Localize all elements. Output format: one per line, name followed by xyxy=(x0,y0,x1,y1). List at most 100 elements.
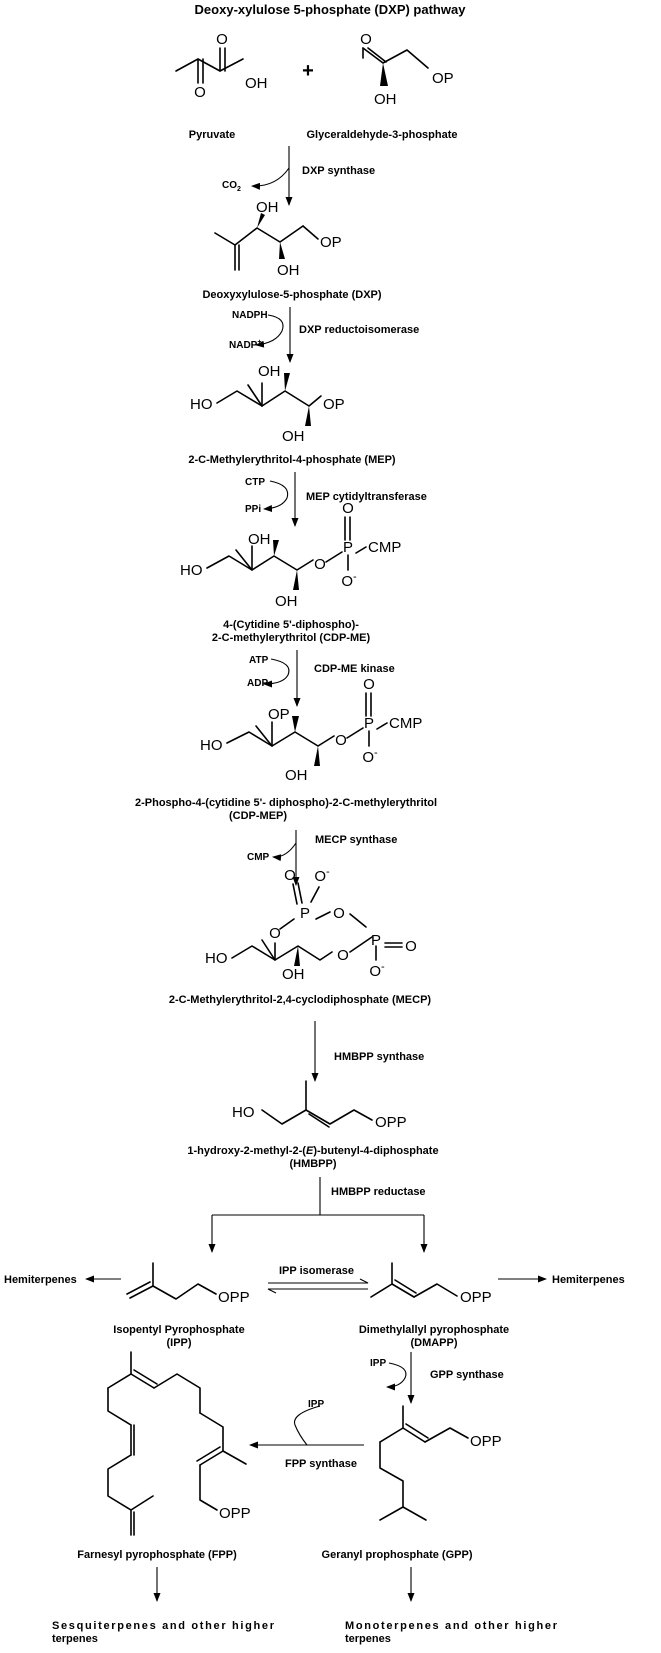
atom-opp: OPP xyxy=(218,1289,250,1306)
atom-oh: OH xyxy=(285,767,308,784)
fpp-structure: OPP xyxy=(107,1351,251,1536)
atom-opp: OPP xyxy=(470,1433,502,1450)
diagram-title: Deoxy-xylulose 5-phosphate (DXP) pathway xyxy=(195,2,467,17)
compound-label-gpp: Geranyl prophosphate (GPP) xyxy=(322,1549,473,1561)
compound-label-fpp: Farnesyl pyrophosphate (FPP) xyxy=(77,1549,237,1561)
cofactor-nadp: NADP+ xyxy=(229,339,261,351)
enzyme-label-hmbpp-synthase: HMBPP synthase xyxy=(334,1051,424,1063)
atom-oh: OH xyxy=(275,593,298,610)
atom-oh: OH xyxy=(256,199,279,216)
compound-label-pyruvate: Pyruvate xyxy=(189,129,235,141)
enzyme-label-fpp-synthase: FPP synthase xyxy=(285,1458,357,1470)
mep-structure: HO OH OH OP xyxy=(190,363,345,445)
atom-o: O- xyxy=(314,866,330,885)
product-label-monoterpenes-line2: terpenes xyxy=(345,1633,391,1645)
atom-o: O xyxy=(360,31,372,48)
atom-oh: OH xyxy=(245,75,268,92)
plus-sign: + xyxy=(302,60,314,82)
cofactor-nadph: NADPH xyxy=(232,310,268,321)
atom-oh: OH xyxy=(282,428,305,445)
atom-o: O xyxy=(333,905,345,922)
atom-op: OP xyxy=(268,706,290,723)
atom-o: O xyxy=(216,31,228,48)
gpp-structure: OPP xyxy=(379,1405,502,1521)
cofactor-atp: ATP xyxy=(249,655,269,666)
compound-label-hmbpp-line1: 1-hydroxy-2-methyl-2-(E)-butenyl-4-dipho… xyxy=(187,1145,438,1157)
atom-o: O- xyxy=(369,961,385,980)
cofactor-ctp: CTP xyxy=(245,477,265,488)
atom-oh: OH xyxy=(374,91,397,108)
atom-p: P xyxy=(343,539,353,556)
enzyme-label-gpp-synthase: GPP synthase xyxy=(430,1369,504,1381)
atom-opp: OPP xyxy=(375,1114,407,1131)
atom-ho: HO xyxy=(205,950,228,967)
atom-oh: OH xyxy=(282,966,305,983)
compound-label-cdp-me-line2: 2-C-methylerythritol (CDP-ME) xyxy=(212,632,371,644)
product-label-sesquiterpenes-line2: terpenes xyxy=(52,1633,98,1645)
atom-op: OP xyxy=(320,234,342,251)
atom-o: O xyxy=(405,938,417,955)
g3p-structure: O OH OP xyxy=(360,31,454,108)
compound-label-cdp-me-line1: 4-(Cytidine 5'-diphospho)- xyxy=(223,619,359,631)
atom-opp: OPP xyxy=(219,1505,251,1522)
enzyme-label-dxp-reductoisomerase: DXP reductoisomerase xyxy=(299,324,419,336)
atom-ho: HO xyxy=(180,562,203,579)
product-label-sesquiterpenes-line1: Sesquiterpenes and other higher xyxy=(52,1620,275,1632)
atom-o: O xyxy=(314,556,326,573)
atom-cmp: CMP xyxy=(368,539,401,556)
compound-label-ipp-line1: Isopentyl Pyrophosphate xyxy=(113,1324,244,1336)
compound-label-hmbpp-line2: (HMBPP) xyxy=(289,1158,336,1170)
compound-label-dxp: Deoxyxylulose-5-phosphate (DXP) xyxy=(202,289,381,301)
product-label-hemiterpenes-right: Hemiterpenes xyxy=(552,1274,625,1286)
cofactor-ppi: PPi xyxy=(245,504,261,515)
atom-ho: HO xyxy=(200,737,223,754)
atom-o: O- xyxy=(362,747,378,766)
enzyme-label-mecp-synthase: MECP synthase xyxy=(315,834,397,846)
atom-ho: HO xyxy=(190,396,213,413)
atom-oh: OH xyxy=(258,363,281,380)
atom-o: O xyxy=(363,676,375,693)
cdp-mep-structure: HO OP OH O O P CMP O- xyxy=(200,676,422,784)
compound-label-mep: 2-C-Methylerythritol-4-phosphate (MEP) xyxy=(188,454,396,466)
cofactor-ipp-fpp: IPP xyxy=(308,1399,324,1410)
atom-o: O xyxy=(284,867,296,884)
compound-label-cdp-mep-line2: (CDP-MEP) xyxy=(229,810,287,822)
atom-p: P xyxy=(371,932,381,949)
atom-op: OP xyxy=(432,70,454,87)
atom-p: P xyxy=(364,715,374,732)
atom-o: O xyxy=(337,947,349,964)
atom-o: O xyxy=(342,500,354,517)
enzyme-label-mep-cytidyltransferase: MEP cytidyltransferase xyxy=(306,491,427,503)
atom-cmp: CMP xyxy=(389,715,422,732)
atom-o: O xyxy=(269,925,281,942)
compound-label-dmapp-line1: Dimethylallyl pyrophosphate xyxy=(359,1324,509,1336)
cdp-me-structure: HO OH OH O O P CMP O- xyxy=(180,500,401,610)
atom-oh: OH xyxy=(277,262,300,279)
product-label-monoterpenes-line1: Monoterpenes and other higher xyxy=(345,1620,558,1632)
cofactor-cmp: CMP xyxy=(247,852,270,863)
mecp-structure: HO O P O P O O O O- O- OH xyxy=(205,866,417,983)
atom-op: OP xyxy=(323,396,345,413)
compound-label-g3p: Glyceraldehyde-3-phosphate xyxy=(307,129,458,141)
atom-p: P xyxy=(300,905,310,922)
compound-label-ipp-line2: (IPP) xyxy=(166,1337,191,1349)
compound-label-dmapp-line2: (DMAPP) xyxy=(410,1337,457,1349)
ipp-structure: OPP xyxy=(126,1262,250,1306)
compound-label-mecp: 2-C-Methylerythritol-2,4-cyclodiphosphat… xyxy=(169,994,432,1006)
atom-ho: HO xyxy=(232,1104,255,1121)
enzyme-label-hmbpp-reductase: HMBPP reductase xyxy=(331,1186,426,1198)
pyruvate-structure: O O OH xyxy=(175,31,268,101)
enzyme-label-cdp-me-kinase: CDP-ME kinase xyxy=(314,663,395,675)
hmbpp-structure: HO OPP xyxy=(232,1080,407,1131)
cofactor-adp: ADP xyxy=(247,678,268,689)
atom-oh: OH xyxy=(248,531,271,548)
atom-o: O- xyxy=(341,571,357,590)
enzyme-label-dxp-synthase: DXP synthase xyxy=(302,165,375,177)
dxp-structure: OH OH OP xyxy=(214,199,342,279)
cofactor-ipp-gpp: IPP xyxy=(370,1358,386,1369)
enzyme-label-ipp-isomerase: IPP isomerase xyxy=(279,1265,354,1277)
atom-o: O xyxy=(194,84,206,101)
atom-o: O xyxy=(335,732,347,749)
compound-label-cdp-mep-line1: 2-Phospho-4-(cytidine 5'- diphospho)-2-C… xyxy=(135,797,437,809)
